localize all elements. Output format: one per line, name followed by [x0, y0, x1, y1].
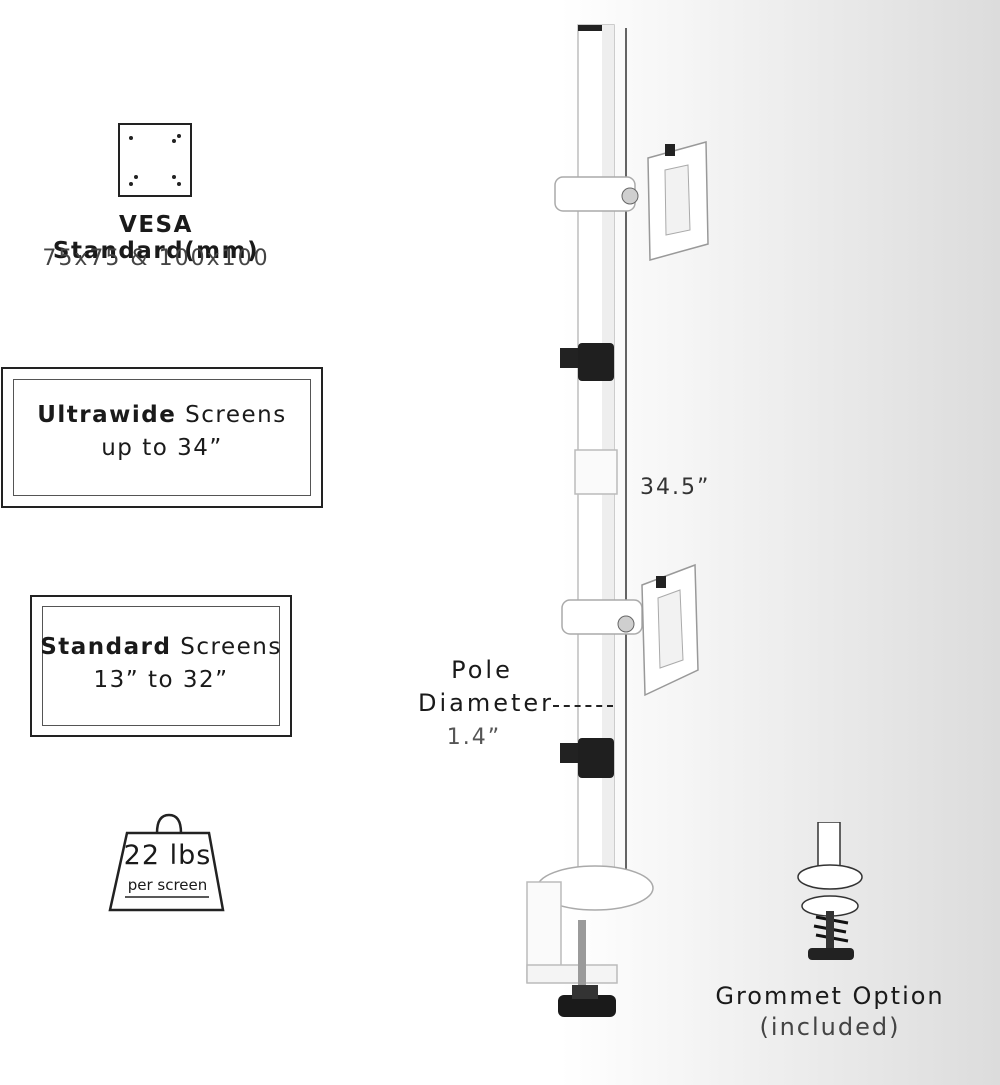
standard-screen-icon: Standard Screens 13” to 32” — [30, 595, 292, 737]
weight-icon — [108, 813, 225, 912]
pole-label-line1: Pole — [451, 656, 513, 684]
vesa-title: VESA Standard(mm) — [52, 212, 260, 264]
vesa-subtitle: 75x75 & 100x100 — [42, 246, 270, 271]
grommet-title: Grommet Option — [715, 982, 945, 1010]
vesa-pattern-icon — [118, 123, 192, 197]
monitor-mount-illustration — [526, 24, 709, 1017]
standard-label: Standard Screens 13” to 32” — [40, 634, 282, 693]
grommet-subtitle: (included) — [759, 1013, 901, 1041]
grommet-icon — [797, 822, 863, 960]
pole-diameter-marker — [553, 705, 613, 707]
pole-diameter-value: 1.4” — [446, 725, 502, 750]
ultrawide-label: Ultrawide Screens up to 34” — [37, 402, 287, 461]
ultrawide-screen-icon: Ultrawide Screens up to 34” — [1, 367, 323, 508]
height-dimension-label: 34.5” — [640, 475, 711, 500]
pole-label-line2: Diameter — [418, 689, 555, 717]
weight-unit: per screen — [127, 876, 208, 894]
weight-value: 22 lbs — [123, 840, 212, 871]
